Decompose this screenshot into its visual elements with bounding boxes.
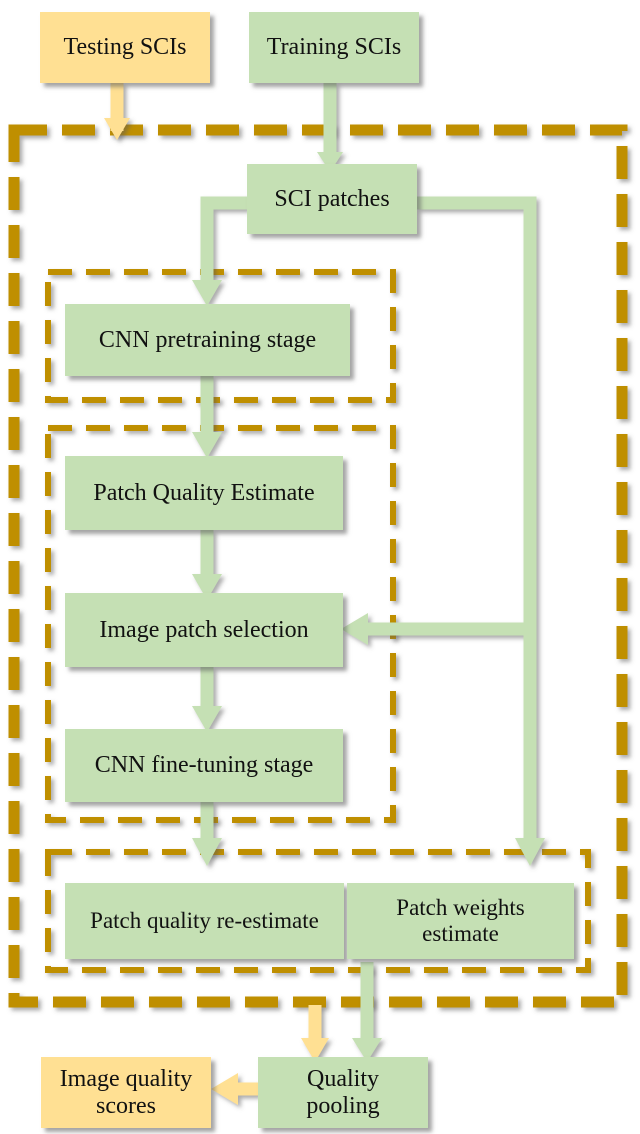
node-image-patch-selection-label: Image patch selection (99, 616, 309, 643)
edge-patches-to-selection (360, 196, 537, 636)
node-patch-weights-estimate-label-line2: estimate (422, 921, 499, 946)
node-quality-pooling-label-line2: pooling (306, 1092, 380, 1119)
node-cnn-pretraining[interactable]: CNN pretraining stage (65, 304, 350, 376)
node-image-patch-selection[interactable]: Image patch selection (65, 593, 343, 667)
node-image-quality-scores-label-line1: Image quality (59, 1065, 193, 1092)
node-patch-quality-reestimate[interactable]: Patch quality re-estimate (65, 883, 344, 959)
node-image-quality-scores-label-line2: scores (96, 1092, 156, 1119)
edge-pretraining-arrowhead (192, 280, 222, 306)
edge-finetuning-arrowhead (192, 706, 222, 732)
edge-selection-arrowhead (192, 574, 222, 600)
node-quality-pooling-label-line1: Quality (307, 1065, 379, 1092)
node-sci-patches-label: SCI patches (274, 185, 390, 212)
node-sci-patches[interactable]: SCI patches (247, 164, 417, 234)
node-training-scis-label: Training SCIs (266, 34, 402, 61)
outer-dashed-boundary (8, 124, 628, 1008)
node-patch-weights-estimate[interactable]: Patch weights estimate (347, 883, 574, 959)
edge-patches-to-pretraining (200, 196, 247, 290)
node-cnn-finetuning-label: CNN fine-tuning stage (94, 752, 314, 779)
node-testing-scis-label: Testing SCIs (63, 34, 187, 61)
edge-pooling-yellow-arrowhead (301, 1038, 329, 1062)
node-cnn-pretraining-label: CNN pretraining stage (98, 326, 317, 353)
dashed-group-pretraining (45, 269, 396, 403)
node-cnn-finetuning[interactable]: CNN fine-tuning stage (65, 729, 343, 802)
node-quality-pooling[interactable]: Quality pooling (258, 1057, 428, 1128)
dashed-group-estimation (45, 849, 591, 973)
node-patch-quality-reestimate-label: Patch quality re-estimate (90, 908, 319, 934)
node-patch-weights-estimate-label-line1: Patch weights (396, 895, 525, 921)
edge-training-arrowhead (317, 152, 343, 172)
edge-testing-arrowhead-upper (104, 118, 130, 140)
node-testing-scis[interactable]: Testing SCIs (40, 12, 210, 83)
edge-reestimate-arrowhead (192, 838, 222, 866)
edge-scores-arrowhead (211, 1073, 238, 1105)
edge-selection-left-arrowhead (341, 613, 368, 645)
node-training-scis[interactable]: Training SCIs (249, 12, 419, 83)
node-image-quality-scores[interactable]: Image quality scores (41, 1057, 211, 1128)
edge-weights-arrowhead (515, 838, 545, 866)
edge-pooling-green-arrowhead (352, 1038, 382, 1062)
node-patch-quality-estimate-label: Patch Quality Estimate (93, 479, 315, 506)
node-patch-quality-estimate[interactable]: Patch Quality Estimate (65, 456, 343, 530)
edge-quality-arrowhead (192, 432, 222, 458)
